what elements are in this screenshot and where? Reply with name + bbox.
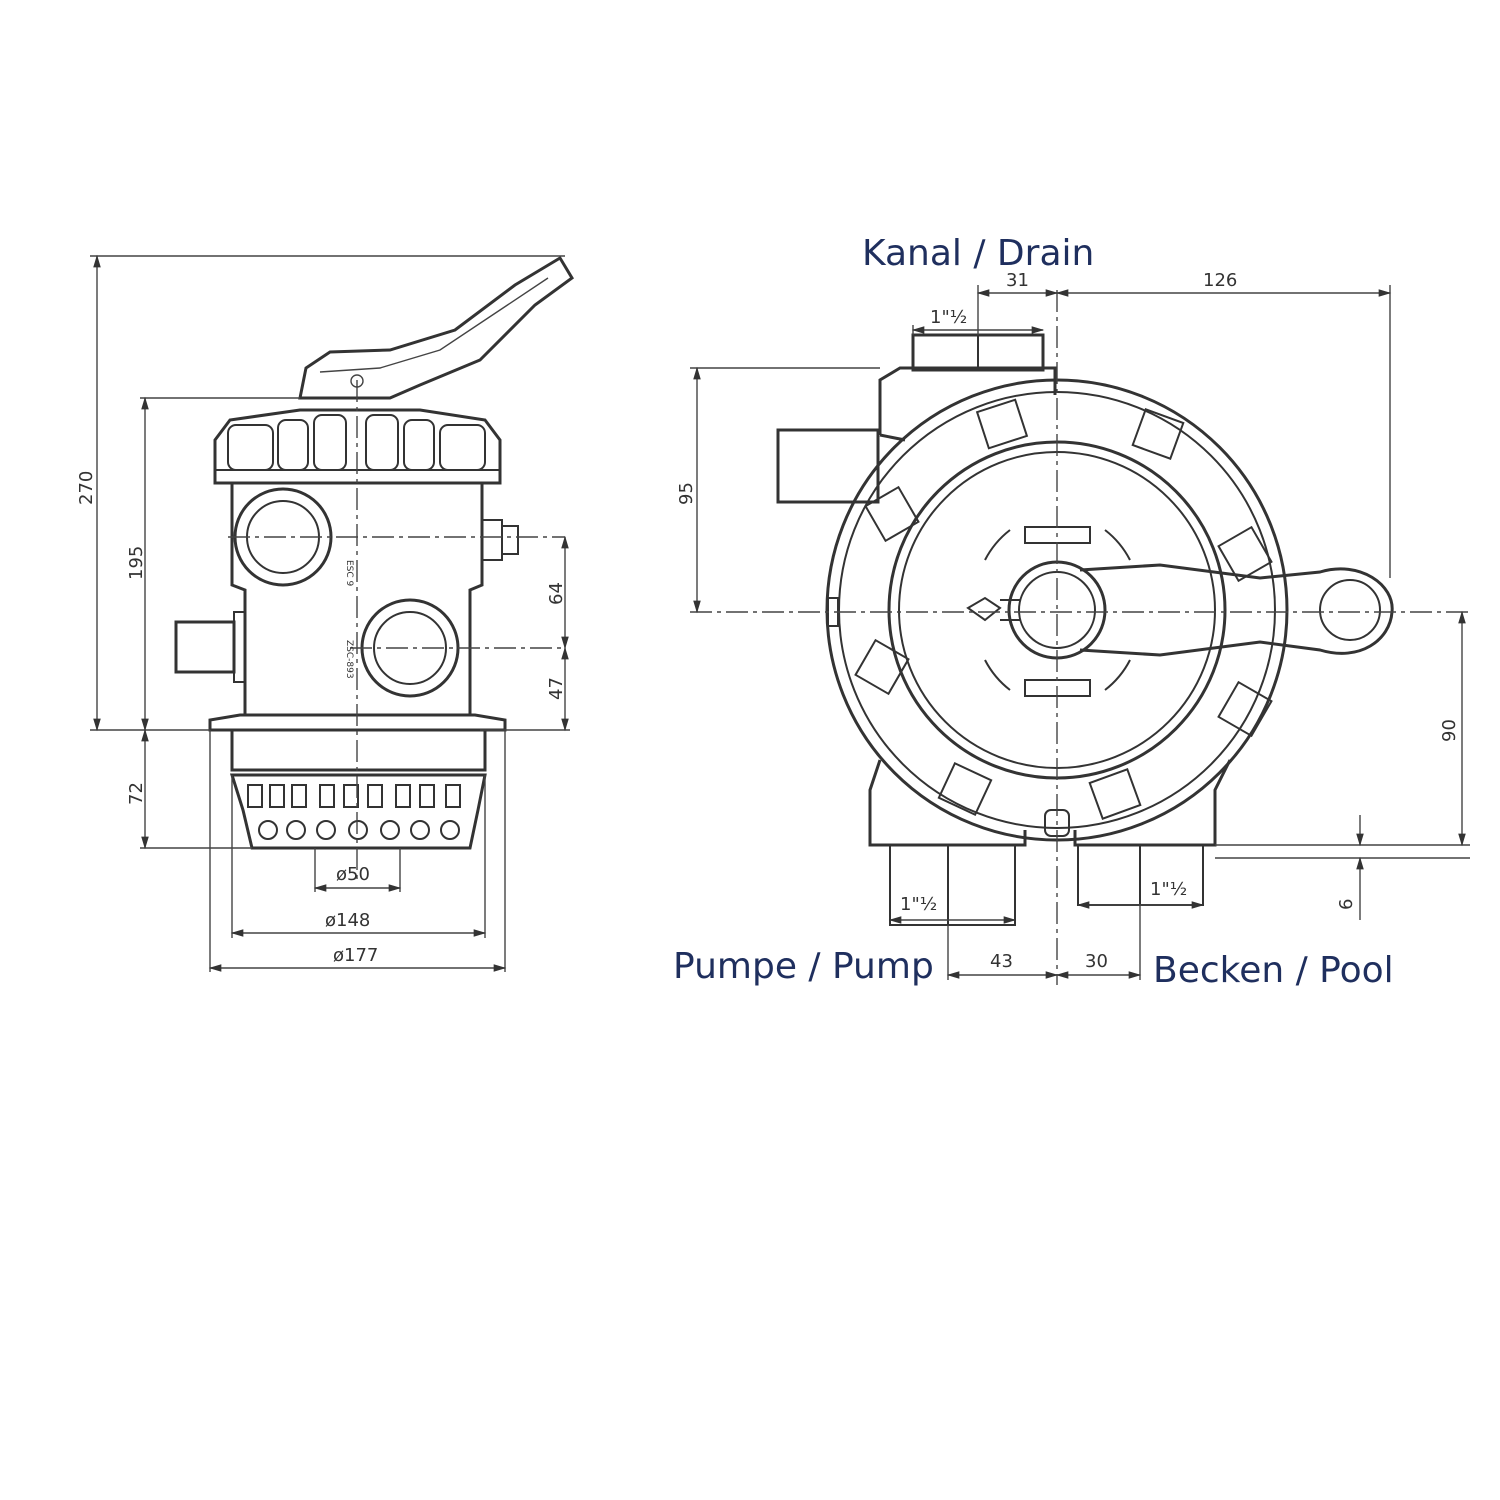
thread-pump: 1"½ <box>900 894 937 915</box>
label-drain: Kanal / Drain <box>862 233 1094 274</box>
valve-cap <box>213 408 502 485</box>
svg-text:ESC 9: ESC 9 <box>344 560 354 587</box>
pump-port <box>889 844 1016 926</box>
dim-64: 64 <box>546 582 567 605</box>
dim-95: 95 <box>676 482 697 505</box>
dim-72: 72 <box>126 782 147 805</box>
dim-47: 47 <box>546 677 567 700</box>
valve-lever <box>298 255 574 400</box>
dim-30: 30 <box>1085 951 1108 972</box>
dim-43: 43 <box>990 951 1013 972</box>
dim-126: 126 <box>1203 270 1237 291</box>
thread-drain: 1"½ <box>930 307 967 328</box>
left-stub <box>776 428 880 504</box>
label-pump: Pumpe / Pump <box>673 946 934 987</box>
top-view: 31 126 1"½ 95 90 6 1"½ 1"½ 43 30 Kanal /… <box>673 233 1470 991</box>
dim-6: 6 <box>1336 899 1357 910</box>
collector <box>230 730 487 772</box>
dim-31: 31 <box>1006 270 1029 291</box>
dim-d50: ø50 <box>336 864 370 885</box>
dim-90: 90 <box>1439 719 1460 742</box>
dim-d177: ø177 <box>333 945 378 966</box>
label-pool: Becken / Pool <box>1153 950 1394 991</box>
dim-d148: ø148 <box>325 910 370 931</box>
svg-text:ZSC-893: ZSC-893 <box>344 640 354 679</box>
dim-270: 270 <box>76 471 97 505</box>
side-view: ESC 9 ZSC-893 270 195 72 64 47 ø50 ø148 <box>76 254 574 972</box>
dim-195: 195 <box>126 546 147 580</box>
thread-pool: 1"½ <box>1150 879 1187 900</box>
side-stub <box>174 620 236 674</box>
